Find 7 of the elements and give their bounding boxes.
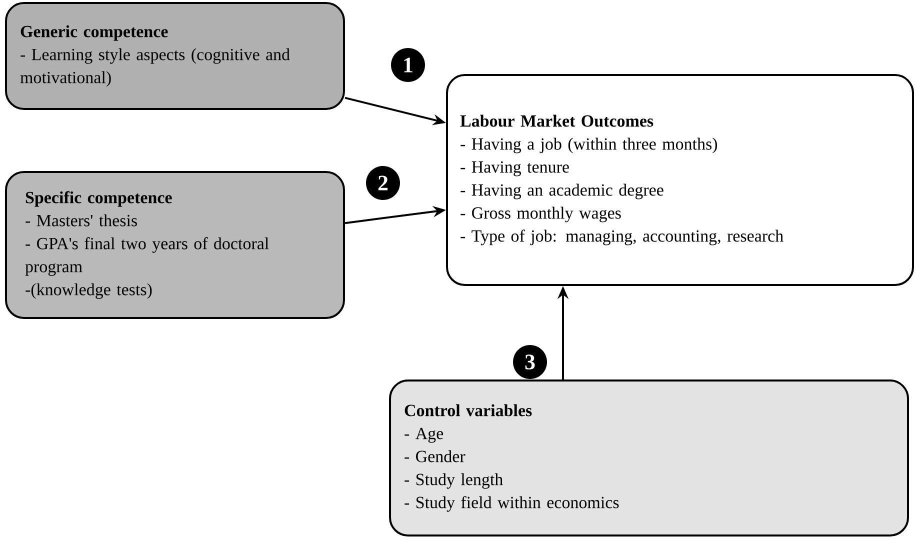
number-badge: 3 <box>513 345 547 379</box>
text-box: Control variables - Age - Gender - Study length - Study field within economics <box>389 380 910 536</box>
text-box: Specific competence - Masters' thesis - GPA's final two years of doctoral program -(knowledge tests) <box>5 171 345 319</box>
number-badge: 2 <box>366 166 400 200</box>
text-box: Generic competence - Learning style aspects (cognitive and motivational) <box>5 2 345 110</box>
text-box: Labour Market Outcomes - Having a job (within three months) - Having tenure - Having an academic degree - Gross monthly wages - Type of job: managing, accounting, research <box>446 74 914 286</box>
number-badge: 1 <box>391 48 425 82</box>
